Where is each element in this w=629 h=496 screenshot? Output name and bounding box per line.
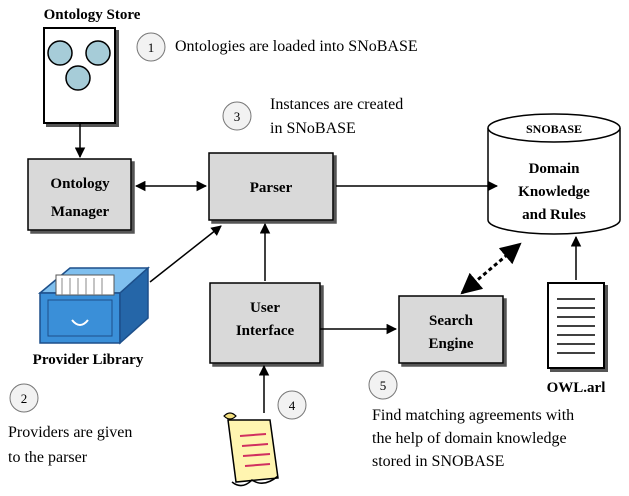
ontology-manager-label-line: Manager — [51, 204, 110, 220]
ontology-store-document — [43, 27, 116, 124]
step-2: 2 Providers are given to the parser — [8, 383, 132, 466]
ontology-circle-icon — [65, 65, 91, 91]
ontology-circle-icon — [47, 40, 73, 66]
step-5-text-line: the help of domain knowledge — [372, 430, 567, 447]
step-3-text-line: in SNoBASE — [270, 120, 356, 137]
user-interface-box: User Interface — [209, 282, 321, 364]
parser-label: Parser — [250, 180, 293, 196]
search-engine-label-line: Search — [429, 313, 474, 329]
ontology-circle-icon — [85, 40, 111, 66]
snobase-line: and Rules — [522, 207, 586, 223]
file-cabinet-icon — [37, 266, 150, 345]
step-3-text-line: Instances are created — [270, 96, 403, 113]
snobase-title: SNOBASE — [526, 122, 582, 136]
snobase-line: Domain — [529, 161, 580, 177]
step-1-text: Ontologies are loaded into SNoBASE — [175, 38, 418, 55]
step-1: 1 Ontologies are loaded into SNoBASE — [136, 32, 418, 62]
step-4-number: 4 — [289, 398, 296, 413]
step-2-text-line: to the parser — [8, 449, 88, 466]
owl-file-label: OWL.arl — [547, 380, 606, 396]
user-interface-label-line: Interface — [236, 323, 295, 339]
step-3-number: 3 — [234, 109, 241, 124]
user-interface-label-line: User — [250, 300, 280, 316]
snobase-cylinder: SNOBASE Domain Knowledge and Rules — [487, 113, 621, 235]
snobase-line: Knowledge — [518, 184, 590, 200]
owl-document-icon — [547, 282, 605, 369]
provider-library-label: Provider Library — [33, 352, 144, 368]
step-5-text-line: Find matching agreements with — [372, 407, 574, 424]
search-engine-label-line: Engine — [428, 336, 473, 352]
step-3: 3 Instances are created in SNoBASE — [222, 96, 403, 137]
step-1-number: 1 — [148, 40, 155, 55]
step-2-number: 2 — [21, 391, 28, 406]
arrow-search-snobase-dotted — [460, 242, 522, 295]
search-engine-box: Search Engine — [398, 295, 504, 364]
scroll-document-icon — [223, 412, 279, 487]
ontology-store-title: Ontology Store — [44, 7, 141, 23]
parser-box: Parser — [208, 152, 334, 221]
step-5-text-line: stored in SNOBASE — [372, 453, 504, 470]
step-2-text-line: Providers are given — [8, 424, 132, 441]
ontology-manager-label-line: Ontology — [50, 176, 110, 192]
ontology-manager-box: Ontology Manager — [27, 158, 132, 231]
step-5-number: 5 — [380, 378, 387, 393]
arrow-library-to-parser — [149, 225, 222, 283]
step-5: 5 Find matching agreements with the help… — [368, 370, 574, 470]
step-4: 4 — [277, 390, 307, 420]
